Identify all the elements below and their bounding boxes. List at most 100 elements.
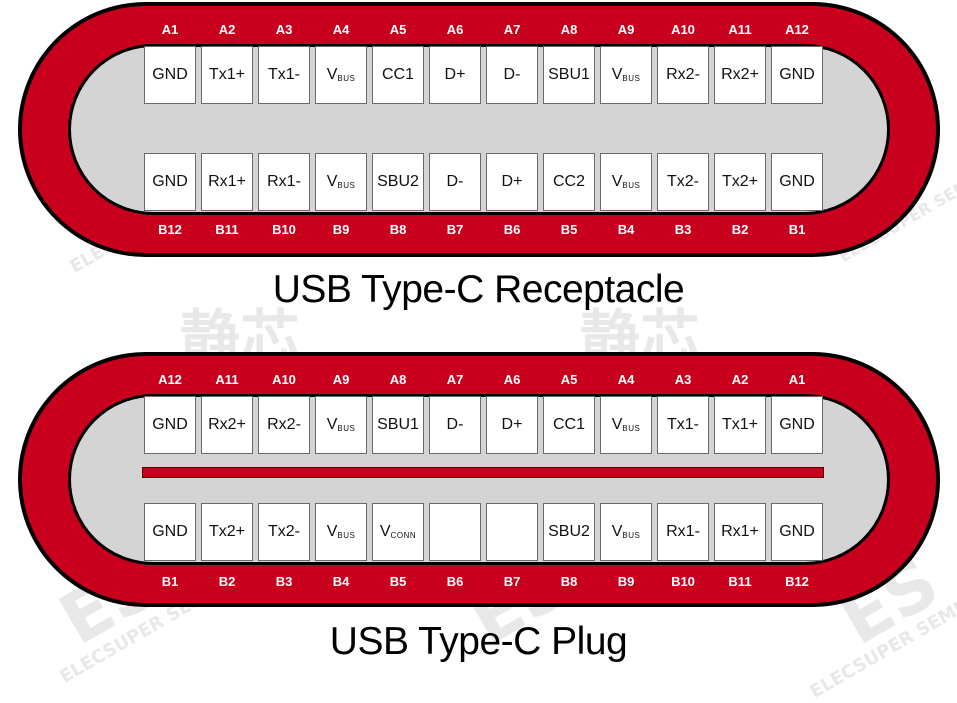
pin-signal: V [326,523,338,540]
receptacle-pin: D- [486,46,538,104]
receptacle-pin: GND [771,46,823,104]
pin-signal: GND [779,416,815,433]
receptacle-pin: GND [144,46,196,104]
pin-signal: D+ [444,66,466,83]
receptacle-pin-label: A9 [617,22,635,37]
plug-pin-label: A4 [617,372,635,387]
receptacle-pin-label: B8 [389,222,407,237]
plug-pin: GND [144,396,196,454]
pin-signal: SBU2 [548,523,590,540]
receptacle-pin-label: A1 [161,22,179,37]
pin-signal: Rx2- [666,66,700,83]
receptacle-pin-label: B3 [674,222,692,237]
pin-signal-subscript: BUS [337,423,356,433]
receptacle-pin-label: B7 [446,222,464,237]
pin-signal: SBU2 [377,173,419,190]
pin-signal: Rx2- [267,416,301,433]
receptacle-pin-label: B5 [560,222,578,237]
plug-pin-label: A7 [446,372,464,387]
receptacle-pin-label: B12 [158,222,182,237]
receptacle-pin-label: A5 [389,22,407,37]
pin-signal: V [611,416,623,433]
pin-signal: D- [503,66,521,83]
receptacle-pin-label: B9 [332,222,350,237]
plug-pin: D+ [486,396,538,454]
receptacle-pin: D+ [486,153,538,211]
pin-signal: CC1 [552,416,585,433]
receptacle-connector [18,2,940,257]
receptacle-pin: Rx2+ [714,46,766,104]
pin-signal: D- [446,173,464,190]
plug-pin-label: B12 [785,574,809,589]
receptacle-pin-label: B11 [215,222,239,237]
plug-pin: SBU1 [372,396,424,454]
receptacle-pin-label: B1 [788,222,806,237]
plug-pin: Rx2+ [201,396,253,454]
plug-pin-label: B3 [275,574,293,589]
plug-pin: GND [771,503,823,561]
plug-pin-label: A6 [503,372,521,387]
plug-pin: CC1 [543,396,595,454]
pin-signal: Rx1+ [721,523,759,540]
plug-pin-label: B7 [503,574,521,589]
receptacle-pin-label: A12 [785,22,809,37]
plug-divider-bar [142,467,824,478]
plug-pin-label: B10 [671,574,695,589]
receptacle-pin: Rx2- [657,46,709,104]
receptacle-pin: D- [429,153,481,211]
pin-signal: Tx1- [667,416,699,433]
plug-pin: D- [429,396,481,454]
pin-signal-subscript: BUS [622,423,641,433]
receptacle-pin-label: A2 [218,22,236,37]
receptacle-title: USB Type-C Receptacle [272,268,685,311]
pin-signal: Tx1+ [208,66,245,83]
plug-pin-label: A1 [788,372,806,387]
receptacle-pin: CC2 [543,153,595,211]
pin-signal: GND [779,173,815,190]
pin-signal: D+ [501,173,523,190]
plug-pin-label: B4 [332,574,350,589]
plug-pin-label: A2 [731,372,749,387]
plug-pin: Tx2+ [201,503,253,561]
receptacle-pin-label: B4 [617,222,635,237]
pin-signal-subscript: CONN [390,530,417,540]
pin-signal: SBU1 [377,416,419,433]
plug-pin: Rx2- [258,396,310,454]
pin-signal: Tx1- [268,66,300,83]
pin-signal: Rx2+ [208,416,246,433]
pin-signal-subscript: BUS [622,180,641,190]
pin-signal: V [326,416,338,433]
pin-signal-subscript: BUS [337,180,356,190]
receptacle-pin: SBU1 [543,46,595,104]
receptacle-pin-label: B2 [731,222,749,237]
pin-signal: Tx2+ [208,523,245,540]
plug-title: USB Type-C Plug [329,620,628,663]
pin-signal: D- [446,416,464,433]
pin-signal: CC2 [552,173,585,190]
plug-pin: Tx2- [258,503,310,561]
receptacle-pin-label: A8 [560,22,578,37]
plug-pin-label: A3 [674,372,692,387]
pin-signal: CC1 [381,66,414,83]
pin-signal: GND [152,523,188,540]
receptacle-pin-label: A6 [446,22,464,37]
pin-signal-subscript: BUS [337,530,356,540]
receptacle-pin: GND [144,153,196,211]
receptacle-pin: SBU2 [372,153,424,211]
receptacle-pin-label: A7 [503,22,521,37]
receptacle-pin-label: A4 [332,22,350,37]
pin-signal-subscript: BUS [622,73,641,83]
receptacle-pin: D+ [429,46,481,104]
plug-pin-label: B11 [728,574,752,589]
receptacle-pin-label: A10 [671,22,695,37]
receptacle-pin: Tx2- [657,153,709,211]
pin-signal: Rx1- [666,523,700,540]
plug-pin-label: B2 [218,574,236,589]
receptacle-pin-label: A3 [275,22,293,37]
receptacle-pin: GND [771,153,823,211]
plug-pin-label: B5 [389,574,407,589]
